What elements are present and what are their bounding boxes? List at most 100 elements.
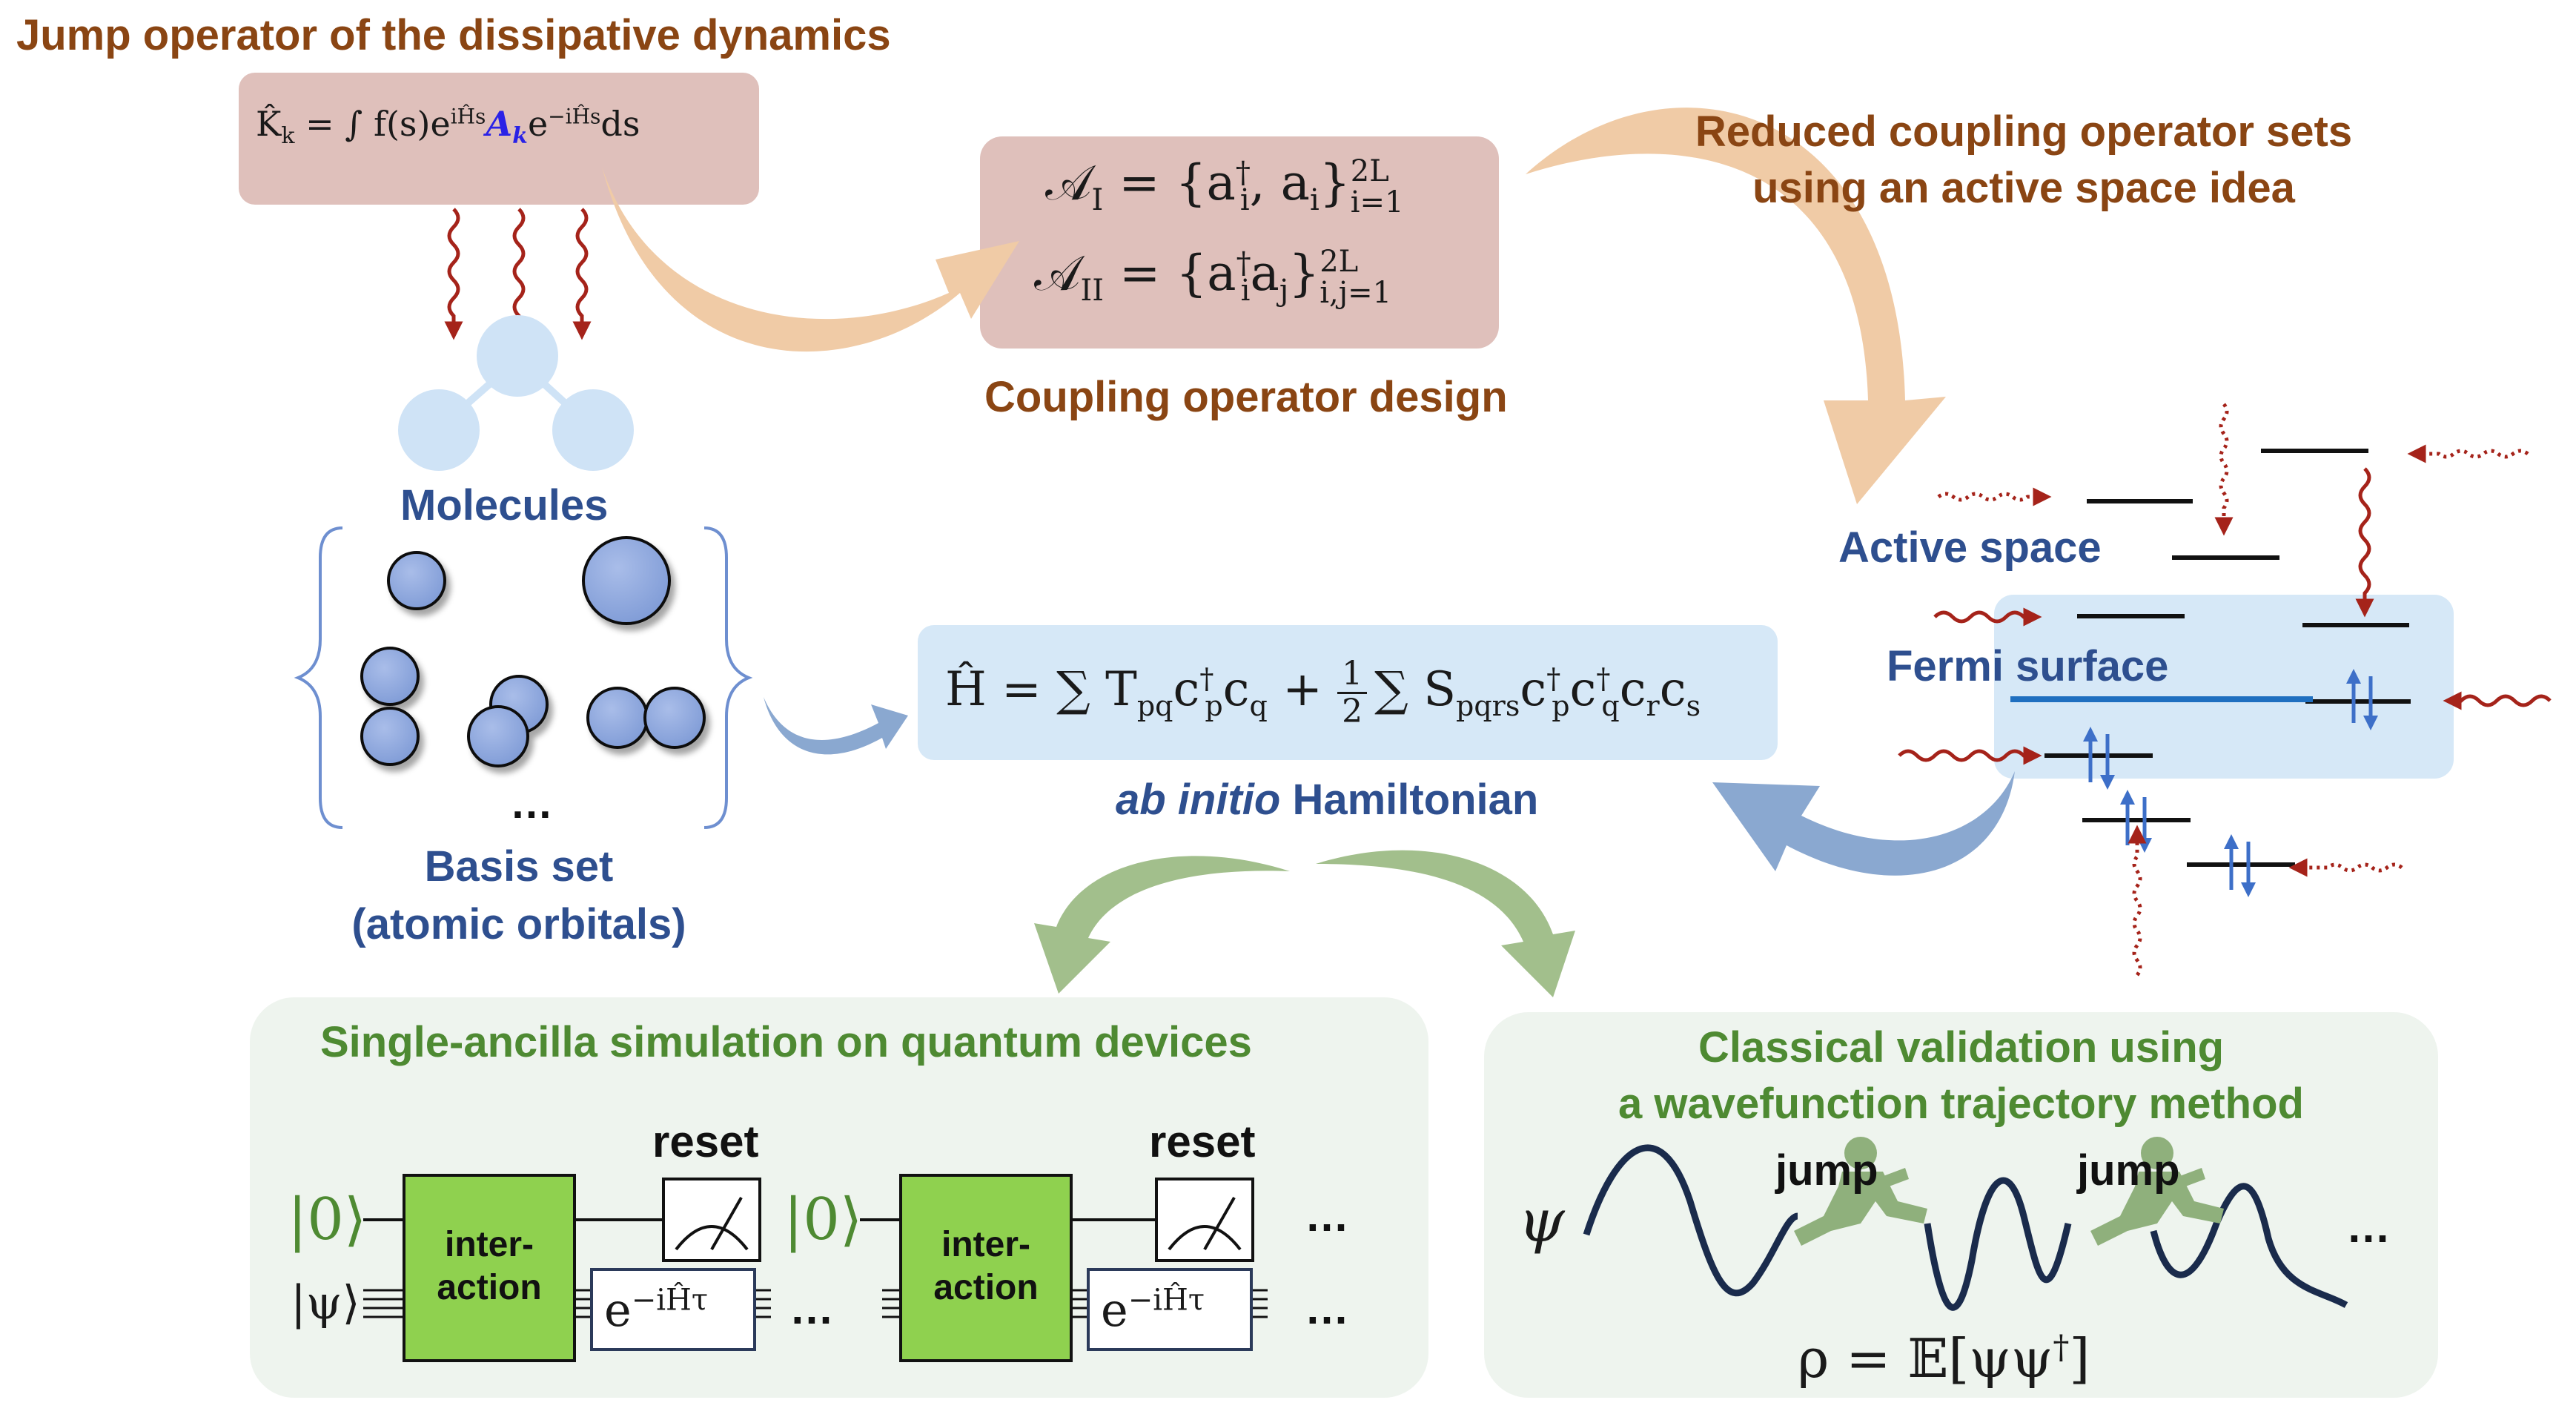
orbitals-ellipsis: …	[510, 779, 553, 828]
jump-wavy-arrows	[444, 208, 592, 340]
set1-i2: i	[1309, 183, 1320, 218]
ham-sum2: ∑ S	[1374, 662, 1457, 717]
ham-c5-sub: r	[1646, 689, 1660, 722]
set1-i: i	[1239, 183, 1250, 218]
energy-levels	[2044, 449, 2411, 867]
ham-c2-sub: q	[1249, 689, 1268, 722]
evol-e-2: e	[1101, 1283, 1128, 1337]
evol-exp-2: −iĤτ	[1128, 1283, 1205, 1318]
basis-line1: Basis set	[424, 842, 614, 891]
quantum-circuit	[363, 1218, 1268, 1318]
fermi-surface-box	[1994, 595, 2454, 779]
ham-c3: c	[1520, 662, 1547, 717]
reduced-caption: Reduced coupling operator sets using an …	[1653, 104, 2394, 217]
classical-panel	[1484, 1012, 2438, 1398]
ham-pqrs: pqrs	[1456, 689, 1520, 722]
active-space-wavy-arrows	[1898, 467, 2552, 765]
ham-c1-sup: †	[1199, 662, 1214, 696]
quantum-panel-title: Single-ancilla simulation on quantum dev…	[320, 1018, 1252, 1066]
ham-head: Ĥ = ∑ T	[945, 662, 1137, 717]
jump-operator-formula: K̂k = ∫ f(s)eiĤsAke−iĤsds	[256, 104, 640, 149]
circuit-dots-mid: …	[789, 1284, 834, 1333]
jump-e2: e	[527, 104, 549, 144]
jump-ds: ds	[600, 104, 640, 144]
circuit-dots-top-right: …	[1305, 1191, 1349, 1241]
jump-lhs: K̂	[256, 104, 282, 144]
ham-c3-sup: †	[1546, 662, 1561, 696]
interaction-label-2: inter- action	[933, 1225, 1039, 1307]
meter-icon	[675, 1197, 1242, 1251]
ham-c3-sub: p	[1552, 689, 1570, 722]
evol-exp-1: −iĤτ	[631, 1283, 709, 1318]
jump-exp2: −iĤs	[548, 104, 601, 129]
set2-i: i	[1240, 274, 1251, 308]
hamiltonian-caption-italic: ab initio	[1116, 776, 1281, 824]
set1-rest: , a	[1249, 154, 1310, 211]
evolution-label-1: e−iĤτ	[604, 1283, 708, 1337]
set1-rhs: = {a	[1103, 154, 1236, 211]
active-space-label: Active space	[1838, 524, 2102, 572]
set1-sup: 2L	[1350, 154, 1389, 188]
ham-c1-sub: p	[1205, 689, 1223, 722]
ket-zero-1: |0⟩	[288, 1186, 367, 1253]
evolution-label-2: e−iĤτ	[1101, 1283, 1205, 1337]
basis-set-label: Basis set (atomic orbitals)	[311, 838, 726, 954]
arrow-active-to-hamiltonian	[1712, 771, 2015, 876]
psi-symbol: ψ	[1518, 1186, 1565, 1255]
set2-lhs-sub: II	[1080, 274, 1105, 308]
jump-A: A	[486, 104, 513, 144]
evol-e-1: e	[604, 1283, 632, 1337]
jump-A-sub: k	[512, 123, 528, 150]
set2-sup: 2L	[1320, 245, 1359, 279]
ham-half-num: 1	[1337, 656, 1368, 694]
set1-dag: †	[1235, 156, 1251, 190]
ham-c6: c	[1659, 662, 1686, 717]
arrow-basis-to-hamiltonian	[764, 697, 908, 755]
set2-sub: i,j=1	[1320, 276, 1392, 310]
rho-body: ρ = 𝔼[ψψ	[1798, 1327, 2053, 1390]
set1-lhs: 𝒜	[1045, 154, 1092, 211]
molecule-icon	[398, 315, 634, 471]
arrow-jump-to-coupling	[602, 167, 1019, 352]
ham-c2: c	[1222, 662, 1250, 717]
set1-close: }	[1319, 154, 1351, 211]
hamiltonian-caption-rest: Hamiltonian	[1280, 776, 1539, 824]
wavefunction-curve	[1583, 1144, 2348, 1311]
interaction-label-1: inter- action	[437, 1225, 542, 1307]
coupling-caption: Coupling operator design	[984, 373, 1508, 421]
jump-exp1: iĤs	[450, 104, 486, 129]
jump-label-1: jump	[1775, 1146, 1878, 1195]
ket-psi-1: |ψ⟩	[291, 1275, 360, 1330]
arrow-hamiltonian-to-classical	[1316, 850, 1575, 997]
arrow-hamiltonian-to-quantum	[1034, 856, 1290, 994]
rho-dag: †	[2053, 1329, 2070, 1367]
density-matrix-formula: ρ = 𝔼[ψψ†]	[1798, 1327, 2090, 1390]
jump-operator-title: Jump operator of the dissipative dynamic…	[16, 11, 891, 59]
ham-c4: c	[1569, 662, 1597, 717]
set2-close: }	[1288, 245, 1320, 302]
atomic-orbitals	[360, 536, 706, 767]
jump-operator-box	[239, 73, 759, 205]
set1-lhs-sub: I	[1091, 183, 1104, 218]
ham-c1: c	[1173, 662, 1200, 717]
classical-panel-title: Classical validation using a wavefunctio…	[1484, 1020, 2438, 1132]
interaction-block-1	[403, 1174, 576, 1362]
set2-rest: a	[1250, 245, 1279, 302]
circuit-dots-bottom-right: …	[1305, 1284, 1349, 1333]
ham-plus: +	[1267, 662, 1338, 717]
reset-label-2: reset	[1149, 1117, 1256, 1166]
arrow-coupling-to-active	[1526, 108, 1946, 505]
set1-sub: i=1	[1350, 185, 1404, 219]
right-brace	[703, 526, 753, 829]
ham-c4-sub: q	[1601, 689, 1620, 722]
jumping-figure-icon	[1794, 1137, 2224, 1246]
active-space-dotted-arrows	[1937, 403, 2529, 977]
ham-c4-sup: †	[1596, 662, 1611, 696]
hamiltonian-caption: ab initio Hamiltonian	[1116, 775, 1538, 825]
reset-label-1: reset	[652, 1117, 759, 1166]
set2-rhs: = {a	[1104, 245, 1236, 302]
ket-zero-2: |0⟩	[784, 1186, 863, 1253]
molecules-label: Molecules	[400, 481, 609, 529]
